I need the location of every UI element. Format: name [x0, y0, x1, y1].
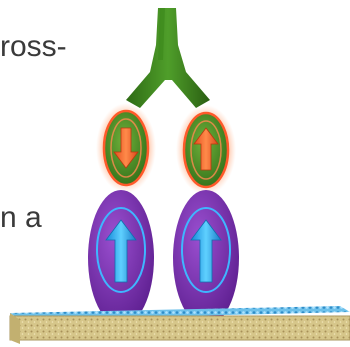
- substrate-surface: [10, 306, 350, 344]
- antibody-stem: [126, 8, 210, 108]
